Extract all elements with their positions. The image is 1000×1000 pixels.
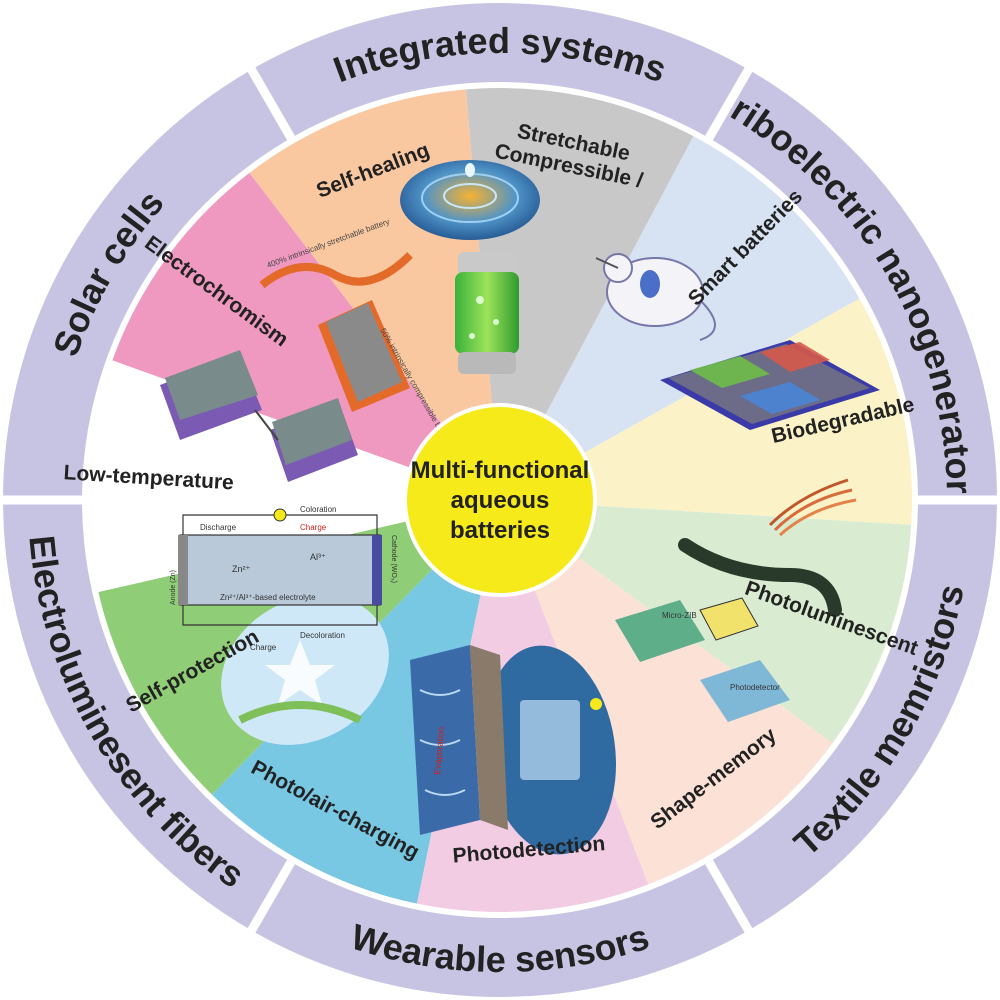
ice-crystal-icon bbox=[221, 595, 389, 745]
discharge-label: Discharge bbox=[200, 523, 237, 532]
broken-electrode-icon bbox=[160, 350, 358, 482]
center-hub: Multi-functional aqueous batteries bbox=[403, 403, 597, 597]
center-title-line-3: batteries bbox=[450, 517, 550, 544]
mouse-icon bbox=[595, 253, 716, 341]
ring-divider-triboelectric bbox=[705, 60, 757, 141]
al-ion-label: Al³⁺ bbox=[310, 552, 326, 562]
decoloration-label: Decoloration bbox=[300, 631, 345, 640]
evaporation-layer-icon bbox=[410, 645, 508, 835]
zn-ion-label: Zn²⁺ bbox=[232, 564, 251, 574]
pixel-panel-icon bbox=[660, 340, 880, 430]
charge-bottom-label: Charge bbox=[250, 643, 277, 652]
charging-device-icon bbox=[483, 645, 617, 855]
circuit-diagram-icon: Discharge Charge Coloration Zn²⁺ Al³⁺ Zn… bbox=[170, 505, 397, 652]
coloration-label: Coloration bbox=[300, 505, 336, 514]
center-title-line-2: aqueous bbox=[451, 487, 550, 514]
center-title-line-1: Multi-functional bbox=[411, 457, 590, 484]
wedge-electrochromism bbox=[100, 162, 500, 500]
photodetector-icon bbox=[615, 597, 790, 722]
charge-top-label: Charge bbox=[300, 523, 327, 532]
ring-divider-integrated bbox=[243, 60, 295, 141]
water-droplet-icon bbox=[400, 160, 540, 240]
evaporation-caption: Evaporation bbox=[432, 726, 446, 775]
anode-label: Anode (Zn) bbox=[170, 570, 177, 605]
cathode-label: Cathode (WO₃) bbox=[390, 535, 397, 583]
micro-zib-caption: Micro-ZIB bbox=[662, 611, 697, 620]
ring-divider-wearable bbox=[705, 859, 757, 940]
outer-ring-dividers bbox=[0, 60, 1000, 940]
ring-divider-electroluminescent bbox=[243, 859, 295, 940]
wedge-shape-memory bbox=[500, 500, 844, 897]
fiber-battery-icon bbox=[678, 478, 857, 617]
electrolyte-label: Zn²⁺/Al³⁺-based electrolyte bbox=[220, 593, 316, 602]
photodetector-caption: Photodetector bbox=[730, 683, 780, 692]
green-battery-icon bbox=[455, 252, 519, 374]
